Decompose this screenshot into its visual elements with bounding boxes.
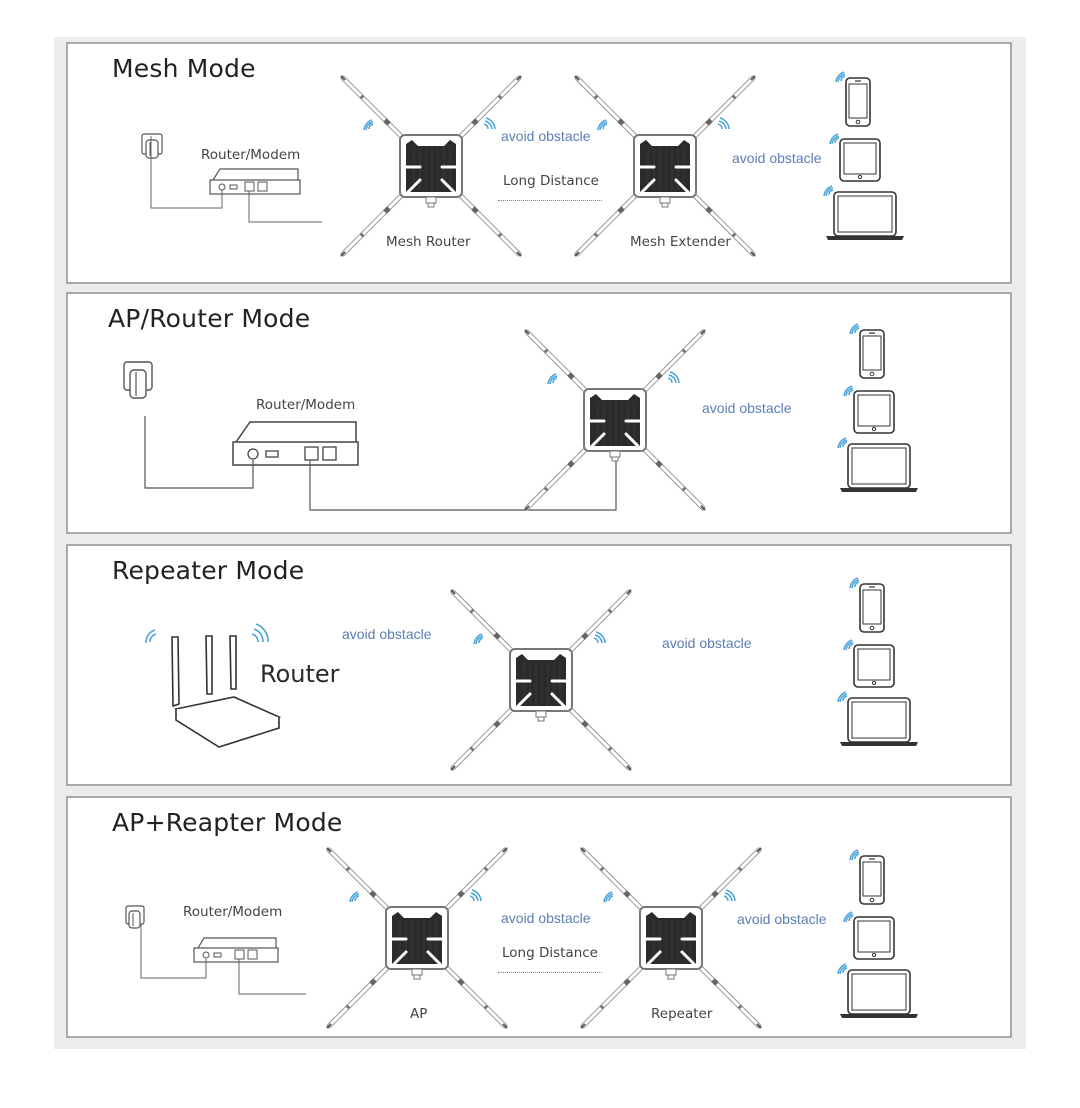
client-devices-icon (838, 846, 928, 1026)
panel-title: Mesh Mode (112, 54, 256, 83)
link-label: avoid obstacle (501, 128, 591, 144)
device-label: Repeater (651, 1006, 713, 1022)
modem-icon (144, 416, 617, 511)
panel-title: AP/Router Mode (108, 304, 311, 333)
client-devices-icon (838, 574, 928, 754)
repeater-device-icon (456, 588, 626, 768)
client-devices-icon (824, 68, 914, 248)
link-label: avoid obstacle (501, 910, 591, 926)
link-line (498, 200, 602, 201)
panel-title: Repeater Mode (112, 556, 305, 585)
power-plug-icon (123, 361, 153, 399)
link-label: avoid obstacle (737, 911, 827, 927)
link-label: avoid obstacle (342, 626, 432, 642)
repeater-device-icon (586, 846, 756, 1026)
link-sublabel: Long Distance (502, 945, 598, 961)
router-device-icon (530, 328, 700, 508)
panel-repeater-mode: Repeater Mode Router avoid obstacle avoi… (66, 544, 1012, 786)
client-devices-icon (838, 320, 928, 500)
modem-icon (150, 136, 322, 223)
modem-label: Router/Modem (201, 147, 301, 163)
device-label: AP (410, 1006, 428, 1022)
panel-ap-router-mode: AP/Router Mode Router/Modem avoid obstac… (66, 292, 1012, 534)
modem-icon (140, 924, 306, 995)
link-line (498, 972, 602, 973)
device-label: Mesh Router (386, 234, 471, 250)
power-plug-icon (141, 133, 163, 159)
link-sublabel: Long Distance (503, 173, 599, 189)
ap-device-icon (332, 846, 502, 1026)
device-label: Mesh Extender (630, 234, 731, 250)
wireless-router-icon (145, 623, 282, 748)
panel-ap-repeater-mode: AP+Reapter Mode Router/Modem AP avoid ob… (66, 796, 1012, 1038)
link-label: avoid obstacle (702, 400, 792, 416)
power-plug-icon (125, 905, 145, 929)
mesh-extender-device-icon (580, 74, 750, 254)
modem-label: Router/Modem (183, 904, 283, 920)
modem-label: Router/Modem (256, 397, 356, 413)
panel-mesh-mode: Mesh Mode Router/Modem Mesh Router avoid… (66, 42, 1012, 284)
link-label: avoid obstacle (732, 150, 822, 166)
panel-title: AP+Reapter Mode (112, 808, 343, 837)
link-label: avoid obstacle (662, 635, 752, 651)
mesh-router-device-icon (346, 74, 516, 254)
router-label: Router (260, 660, 340, 688)
